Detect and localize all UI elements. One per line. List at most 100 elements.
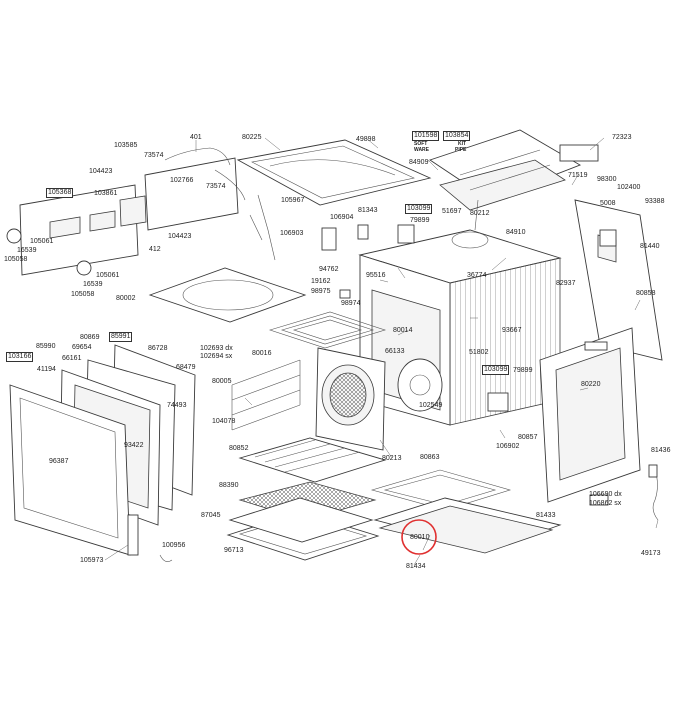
- part-label: 106903: [280, 230, 304, 237]
- part-label: 103099: [405, 204, 433, 214]
- small-bracket-parts: [159, 224, 617, 562]
- part-label: 81440: [640, 243, 660, 250]
- part-label: 100956: [162, 542, 186, 549]
- part-label: 80002: [116, 295, 136, 302]
- part-label: 106862 sx: [589, 500, 622, 507]
- top-cover-part: [236, 139, 432, 206]
- part-label: 49173: [641, 550, 661, 557]
- part-label: 74493: [167, 402, 187, 409]
- door-inner-frame-part: [539, 327, 641, 503]
- part-label: 80005: [212, 378, 232, 385]
- base-plate-part: [373, 497, 562, 554]
- inner-top-plate-part: [148, 267, 307, 323]
- part-label: 93388: [645, 198, 665, 205]
- part-label: 80858: [636, 290, 656, 297]
- part-label: 81343: [358, 207, 378, 214]
- part-label: 102400: [617, 184, 641, 191]
- part-label: 51697: [442, 208, 462, 215]
- highlighted-part-label: 80010: [410, 534, 430, 541]
- part-label: 106902: [496, 443, 520, 450]
- kit-pipe-tag: PIPE: [455, 147, 467, 153]
- part-label: 86728: [148, 345, 168, 352]
- part-label: 106904: [330, 214, 354, 221]
- part-label: 94762: [319, 266, 339, 273]
- part-label: 95516: [366, 272, 386, 279]
- top-vent-assembly-part: [428, 129, 599, 211]
- oven-cavity-part: [358, 199, 562, 426]
- part-label: 36774: [467, 272, 487, 279]
- part-label: 66161: [62, 355, 82, 362]
- part-label: 80212: [470, 210, 490, 217]
- part-label: 16539: [17, 247, 37, 254]
- part-label: 81436: [651, 447, 671, 454]
- part-label: 102693 dx: [200, 345, 233, 352]
- part-label: 105368: [46, 188, 74, 198]
- part-label: 101598: [412, 131, 440, 141]
- part-label: 96713: [224, 547, 244, 554]
- part-label: 105973: [80, 557, 104, 564]
- part-label: 85991: [109, 332, 133, 342]
- part-label: 80863: [420, 454, 440, 461]
- part-label: 79899: [513, 367, 533, 374]
- part-label: 85990: [36, 343, 56, 350]
- part-label: 98975: [311, 288, 331, 295]
- part-label: 93422: [124, 442, 144, 449]
- part-label: 105058: [71, 291, 95, 298]
- part-label: 87045: [201, 512, 221, 519]
- part-label: 103099: [482, 365, 510, 375]
- part-label: 102694 sx: [200, 353, 233, 360]
- part-label: 73574: [206, 183, 226, 190]
- part-label: 51802: [469, 349, 489, 356]
- part-label: 16539: [83, 281, 103, 288]
- part-label: 80016: [252, 350, 272, 357]
- part-label: 105967: [281, 197, 305, 204]
- part-label: 73574: [144, 152, 164, 159]
- part-label: 68479: [176, 364, 196, 371]
- part-label: 98974: [341, 300, 361, 307]
- part-label: 96387: [49, 458, 69, 465]
- bottom-heater-part: [370, 469, 512, 511]
- part-label: 105058: [4, 256, 28, 263]
- part-label: 69654: [72, 344, 92, 351]
- control-panel-part: [6, 184, 139, 276]
- part-label: 81433: [536, 512, 556, 519]
- part-label: 41194: [37, 366, 56, 373]
- front-door-part: [9, 384, 139, 556]
- part-label: 102766: [170, 177, 194, 184]
- part-label: 104423: [89, 168, 113, 175]
- part-label: 5008: [600, 200, 616, 207]
- part-label: 66133: [385, 348, 405, 355]
- part-label: 105061: [96, 272, 120, 279]
- part-label: 103854: [443, 131, 471, 141]
- part-label: 82937: [556, 280, 576, 287]
- part-label: 103585: [114, 142, 138, 149]
- part-label: 19162: [311, 278, 331, 285]
- part-label: 88390: [219, 482, 239, 489]
- part-label: 103861: [94, 190, 118, 197]
- part-label: 104078: [212, 418, 236, 425]
- part-label: 71519: [568, 172, 588, 179]
- side-rack-part: [231, 359, 301, 431]
- part-label: 80225: [242, 134, 262, 141]
- part-label: 401: [190, 134, 202, 141]
- part-label: 98300: [597, 176, 617, 183]
- kit-pipe-tag: KIT: [458, 141, 467, 147]
- grill-element-part: [268, 311, 387, 349]
- part-label: 80857: [518, 434, 538, 441]
- part-label: 84909: [409, 159, 429, 166]
- part-label: 105061: [30, 238, 54, 245]
- power-cord-part: [648, 464, 659, 521]
- part-label: 80213: [382, 455, 402, 462]
- part-label: 80014: [393, 327, 413, 334]
- part-label: 72323: [612, 134, 632, 141]
- fan-cover-part: [315, 347, 386, 451]
- part-label: 81434: [406, 563, 426, 570]
- part-label: 106690 dx: [589, 491, 622, 498]
- part-label: 80220: [581, 381, 601, 388]
- electronics-board-part: [119, 147, 276, 261]
- part-label: 104423: [168, 233, 192, 240]
- part-label: 412: [149, 246, 161, 253]
- software-tag: SOFT: [414, 141, 428, 147]
